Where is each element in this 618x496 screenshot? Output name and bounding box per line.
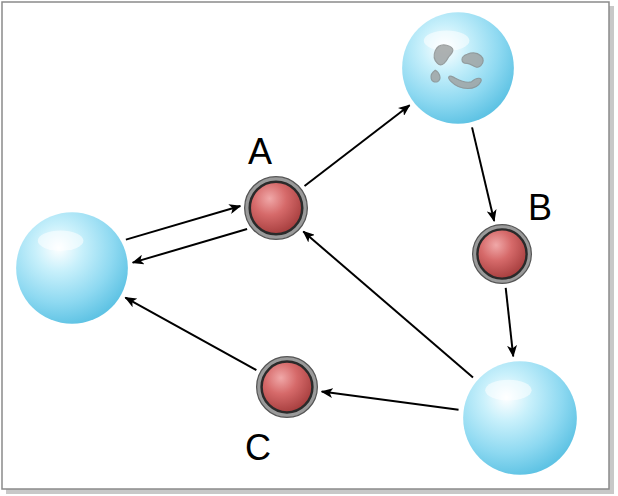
node-label: C bbox=[245, 428, 271, 468]
arrow-connector bbox=[125, 298, 256, 371]
cell-node bbox=[15, 211, 129, 325]
molecule-node: B bbox=[472, 224, 532, 284]
cyan-sphere bbox=[401, 11, 515, 125]
arrow-connector bbox=[133, 229, 247, 263]
arrow-connector bbox=[126, 206, 240, 240]
arrow-connector bbox=[303, 231, 473, 377]
cyan-sphere bbox=[15, 211, 129, 325]
node-label: A bbox=[248, 132, 272, 172]
cyan-sphere bbox=[462, 360, 578, 476]
molecule-node: C bbox=[256, 356, 318, 418]
arrow-connector bbox=[305, 105, 410, 186]
red-sphere bbox=[244, 176, 308, 240]
arrow-connector bbox=[322, 392, 459, 410]
red-sphere bbox=[256, 356, 318, 418]
arrow-connector bbox=[506, 288, 514, 357]
molecule-node: A bbox=[244, 176, 308, 240]
frame-border bbox=[2, 2, 609, 489]
cell-node bbox=[462, 360, 578, 476]
arrow-connector bbox=[472, 127, 494, 221]
red-sphere bbox=[472, 224, 532, 284]
cell-node bbox=[401, 11, 515, 125]
node-label: B bbox=[528, 188, 552, 228]
